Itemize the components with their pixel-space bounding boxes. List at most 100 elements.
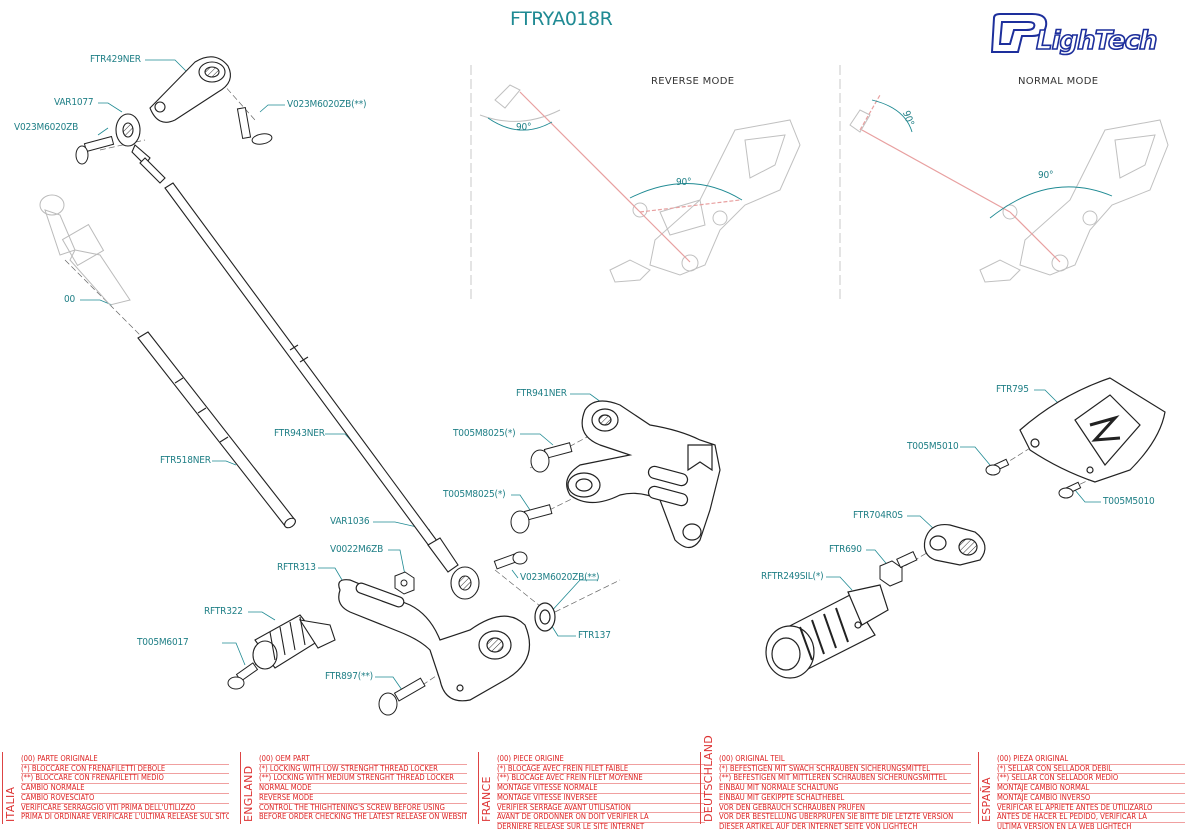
reverse-angle-arc-1 xyxy=(487,117,553,131)
ftr429ner-clamp xyxy=(149,56,231,123)
legend-row: (*) BEFESTIGEN MIT SWACH SCHRAUBEN SICHE… xyxy=(719,765,971,775)
legend-france: FRANCE (00) PIECE ORIGINE (*) BLOCAGE AV… xyxy=(478,752,705,831)
drawing-title: FTRYA018R xyxy=(510,8,613,30)
t005m5010-screw-a xyxy=(985,458,1010,476)
legend-row: EINBAU MIT GEKIPPTE SCHALTHEBEL xyxy=(719,794,971,804)
reverse-mode-view xyxy=(479,84,801,283)
ftr704r0s-plate xyxy=(923,523,986,566)
ftr690-nut xyxy=(879,551,918,587)
legend-row: (00) PARTE ORIGINALE xyxy=(21,755,229,765)
label-rftr322: RFTR322 xyxy=(204,606,243,617)
label-rftr249sil: RFTR249SIL(*) xyxy=(761,571,824,582)
legend-row: DIESER ARTIKEL AUF DER INTERNET SEITE VO… xyxy=(719,822,918,831)
label-v0022: V0022M6ZB xyxy=(330,544,384,555)
legend-row: VERIFIER SERRAGE AVANT UTILISATION xyxy=(497,804,705,814)
legend-row: (00) ORIGINAL TEIL xyxy=(719,755,971,765)
ftr518ner-rod xyxy=(137,331,296,529)
label-t005m6017: T005M6017 xyxy=(137,637,189,648)
normal-mode-view xyxy=(849,109,1169,283)
legend-row: (00) PIECE ORIGINE xyxy=(497,755,705,765)
v023-left-screw xyxy=(75,135,115,165)
brand-wordmark: LighTech xyxy=(1035,25,1158,57)
normal-angle-arc-1 xyxy=(871,99,913,133)
label-ftr704r0s: FTR704R0S xyxy=(853,510,903,521)
legend-row: (**) BLOCAGE AVEC FREIN FILET MOYENNE xyxy=(497,774,705,785)
legend-row: VOR DEN GEBRAUCH SCHRAUBEN PRUFEN xyxy=(719,804,971,814)
t005m5010-screw-b xyxy=(1058,481,1082,499)
legend-row: VERIFICAR EL APRIETE ANTES DE UTILIZARLO xyxy=(997,804,1185,814)
label-t005m8025-a: T005M8025(*) xyxy=(453,428,516,439)
legend-country: ITALIA xyxy=(4,786,17,822)
legend-row: (*) BLOCAGE AVEC FREIN FILET FAIBLE xyxy=(497,765,705,775)
normal-mode-label: NORMAL MODE xyxy=(1018,76,1099,87)
legend-row: (*) LOCKING WITH LOW STRENGHT THREAD LOC… xyxy=(259,765,467,775)
legend-country: ENGLAND xyxy=(242,765,255,822)
legend-row: PRIMA DI ORDINARE VERIFICARE L'ULTIMA RE… xyxy=(21,813,229,822)
ftr943ner-rod xyxy=(164,182,441,551)
label-ftr941ner: FTR941NER xyxy=(516,388,567,399)
v0022-nut xyxy=(394,571,415,595)
legend-row: EINBAU MIT NORMALE SCHALTUNG xyxy=(719,784,971,794)
label-ftr429ner: FTR429NER xyxy=(90,54,141,65)
legend-row: DERNIÈRE RELEASE SUR LE SITE INTERNET xyxy=(497,822,645,831)
reverse-angle-1: 90° xyxy=(516,122,532,133)
normal-mode-linkage xyxy=(859,94,1061,263)
label-ftr795: FTR795 xyxy=(996,384,1029,395)
label-ftr518ner: FTR518NER xyxy=(160,455,211,466)
v023-top-screw xyxy=(236,106,273,145)
reverse-mode-label: REVERSE MODE xyxy=(651,76,735,87)
t005m8025-screw-b xyxy=(510,504,553,534)
legend-row: MONTAGE VITESSE NORMALE xyxy=(497,784,705,794)
normal-angle-arc-2 xyxy=(989,186,1113,219)
label-t005m8025-b: T005M8025(*) xyxy=(443,489,506,500)
legend-country: DEUTSCHLAND xyxy=(702,734,715,822)
legend-espana: ESPAÑA (00) PIEZA ORIGINAL (*) SELLAR CO… xyxy=(978,752,1187,831)
legend-deutschland: DEUTSCHLAND (00) ORIGINAL TEIL (*) BEFES… xyxy=(700,735,971,831)
normal-angle-2: 90° xyxy=(1038,170,1054,181)
legend-country: FRANCE xyxy=(480,776,493,822)
t005m6017-screw xyxy=(227,662,259,690)
t005m8025-screw-a xyxy=(530,442,573,473)
legend-row: CONTROL THE THIGHTENING'S SCREW BEFORE U… xyxy=(259,804,467,814)
reverse-angle-arc-2 xyxy=(629,183,743,201)
label-t005m5010-a: T005M5010 xyxy=(907,441,959,452)
lightech-logo-icon xyxy=(990,13,1048,53)
label-oem: 00 xyxy=(64,294,76,305)
legend-row: ULTIMA VERSION EN LA WEB LIGHTECH xyxy=(997,822,1132,831)
reverse-angle-2: 90° xyxy=(676,177,692,188)
oem-part xyxy=(39,194,131,306)
legend-row: (*) SELLAR CON SELLADOR DEBIL xyxy=(997,765,1185,775)
legend-row: MONTAJE CAMBIO NORMAL xyxy=(997,784,1185,794)
legend-row: (**) BEFESTIGEN MIT MITTLEREN SCHRAUBEN … xyxy=(719,774,971,785)
legend-row: (00) PIEZA ORIGINAL xyxy=(997,755,1185,765)
leader-lines xyxy=(80,59,1101,691)
legend-row: NORMAL MODE xyxy=(259,784,467,794)
reverse-mode-linkage xyxy=(519,91,741,263)
label-ftr137: FTR137 xyxy=(578,630,611,641)
label-rftr313: RFTR313 xyxy=(277,562,316,573)
legend-row: (**) LOCKING WITH MEDIUM STRENGHT THREAD… xyxy=(259,774,467,785)
legend-row: (*) BLOCCARE CON FRENAFILETTI DEBOLE xyxy=(21,765,229,775)
legend-row: VERIFICARE SERRAGGIO VITI PRIMA DELL'UTI… xyxy=(21,804,229,814)
legend-row: (**) BLOCCARE CON FRENAFILETTI MEDIO xyxy=(21,774,229,785)
rftr322-peg xyxy=(252,614,336,670)
rftr313-lever xyxy=(338,579,531,702)
rftr249sil-footpeg xyxy=(765,584,889,679)
legend-country: ESPAÑA xyxy=(980,777,993,822)
legend-row: REVERSE MODE xyxy=(259,794,467,804)
legend-italia: ITALIA (00) PARTE ORIGINALE (*) BLOCCARE… xyxy=(2,752,231,824)
label-v023-top: V023M6020ZB(**) xyxy=(287,99,367,110)
label-var1036: VAR1036 xyxy=(330,516,370,527)
label-ftr943ner: FTR943NER xyxy=(274,428,325,439)
legend-row: ANTES DE HACER EL PEDIDO, VERIFICAR LA xyxy=(997,813,1185,823)
label-ftr690: FTR690 xyxy=(829,544,862,555)
label-v023-mid: V023M6020ZB(**) xyxy=(520,572,600,583)
legend-row: MONTAGE VITESSE INVERSEE xyxy=(497,794,705,804)
var1036-rod-end xyxy=(427,537,480,600)
label-t005m5010-b: T005M5010 xyxy=(1103,496,1155,507)
legend-row: AVANT DE ORDONNER ON DOIT VÉRIFIER LA xyxy=(497,813,705,823)
ftr137-washer xyxy=(534,602,556,632)
legend-row: MONTAJE CAMBIO INVERSO xyxy=(997,794,1185,804)
v023-mid-screw xyxy=(493,551,528,570)
legend-row: (**) SELLAR CON SELLADOR MEDIO xyxy=(997,774,1185,785)
